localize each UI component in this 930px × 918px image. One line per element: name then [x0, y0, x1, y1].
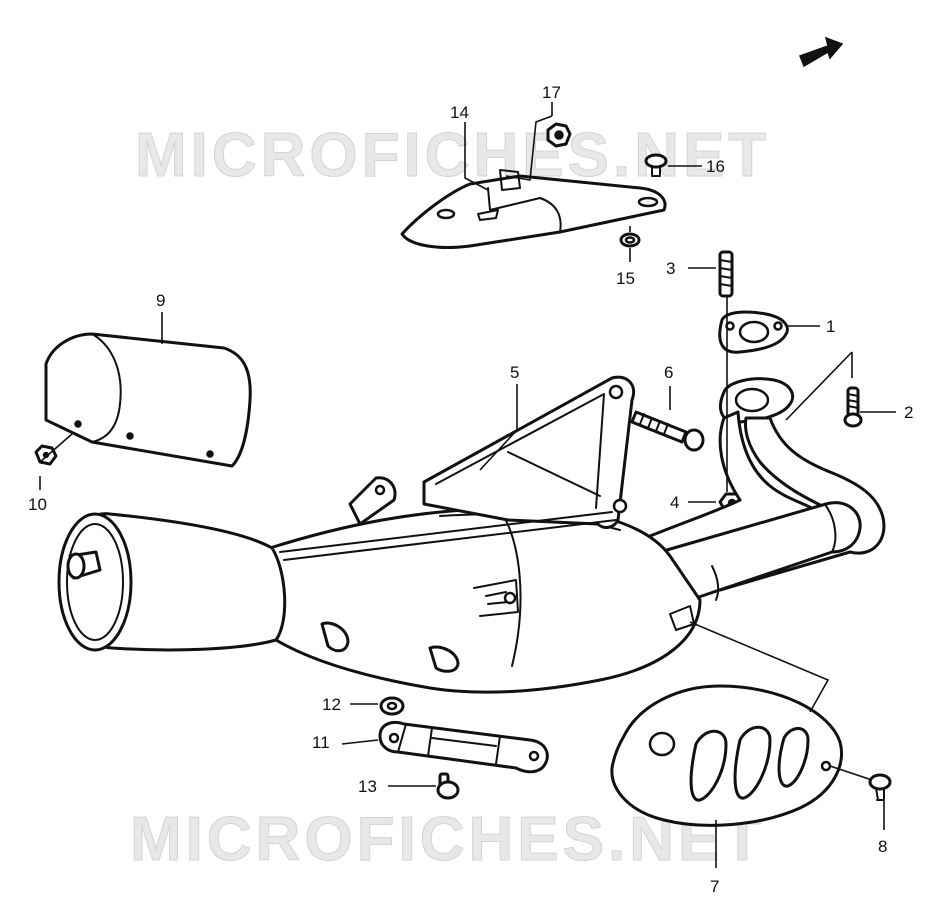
callout-12: 12: [322, 695, 341, 714]
part-7-rear-shield: [610, 684, 843, 827]
part-12-washer: [379, 696, 405, 716]
part-11-strap: [378, 721, 549, 774]
part-15-washer: [619, 232, 641, 248]
muffler-body: [57, 506, 702, 694]
part-5-bracket: [279, 375, 635, 561]
callout-2: 2: [904, 403, 913, 422]
callout-16: 16: [706, 157, 725, 176]
callout-10: 10: [28, 495, 47, 514]
part-9-muffler-cover: [44, 332, 252, 468]
callout-11: 11: [312, 733, 330, 752]
part-10-screw: [34, 444, 58, 466]
callout-1: 1: [826, 317, 835, 336]
leader-lines: [39, 102, 896, 868]
callouts: 1 2 3 4 5 6 7 8 9 10 11 12 13 14 15 16 1…: [28, 83, 913, 896]
callout-17: 17: [542, 83, 561, 102]
part-16-screw: [644, 153, 668, 177]
part-17-nut: [546, 122, 572, 148]
callout-13: 13: [358, 777, 377, 796]
part-8-screw: [868, 773, 892, 801]
callout-8: 8: [878, 837, 887, 856]
watermark-top: MICROFICHES.NET: [135, 121, 770, 190]
callout-3: 3: [666, 259, 675, 278]
callout-7: 7: [710, 877, 719, 896]
callout-6: 6: [664, 363, 673, 382]
arrow-icon: [799, 36, 844, 68]
callout-5: 5: [510, 363, 519, 382]
part-14-upper-shield: [400, 169, 667, 249]
part-6-bolt: [630, 410, 705, 452]
callout-9: 9: [156, 291, 165, 310]
part-13-bolt: [436, 772, 460, 800]
part-2-bolt: [843, 386, 863, 428]
callout-4: 4: [670, 493, 679, 512]
part-3-stud: [718, 250, 734, 298]
part-1-gasket: [718, 310, 789, 354]
callout-14: 14: [450, 103, 469, 122]
callout-15: 15: [616, 269, 635, 288]
